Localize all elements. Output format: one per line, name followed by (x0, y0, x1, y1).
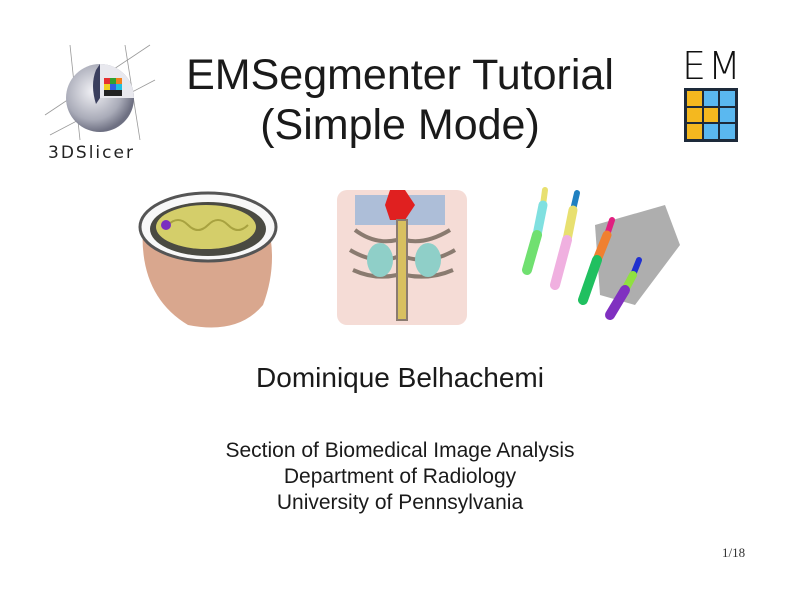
em-grid-cell (719, 90, 736, 107)
slicer-logo (40, 40, 160, 165)
title-line-2: (Simple Mode) (260, 101, 540, 149)
em-grid-cell (686, 123, 703, 140)
em-grid-cell (702, 90, 720, 107)
em-grid-cell (702, 106, 720, 124)
affiliation-line: Section of Biomedical Image Analysis (225, 439, 575, 462)
3dslicer-logo-icon (44, 44, 156, 141)
affiliation-line: Department of Radiology (283, 465, 517, 488)
em-grid-cell (702, 123, 720, 140)
affiliation-line: University of Pennsylvania (276, 491, 524, 514)
slide-title: EMSegmenter Tutorial (Simple Mode) (150, 50, 650, 150)
em-grid-cell (686, 106, 703, 124)
em-grid-cell (686, 90, 703, 107)
affiliation: Section of Biomedical Image Analysis Dep… (0, 438, 800, 516)
em-logo-label: EM (682, 44, 743, 88)
abdomen-segmentation-image (335, 185, 470, 330)
em-grid-cell (719, 106, 736, 124)
page-number: 1/18 (722, 545, 746, 560)
title-line-1: EMSegmenter Tutorial (186, 51, 614, 99)
brain-segmentation-image (128, 185, 288, 335)
hand-bones-segmentation-image (515, 185, 685, 330)
em-grid-cell (719, 123, 736, 140)
em-grid-logo-icon (684, 88, 738, 142)
slicer-logo-label: 3DSlicer (48, 143, 135, 163)
author-name: Dominique Belhachemi (256, 362, 544, 393)
